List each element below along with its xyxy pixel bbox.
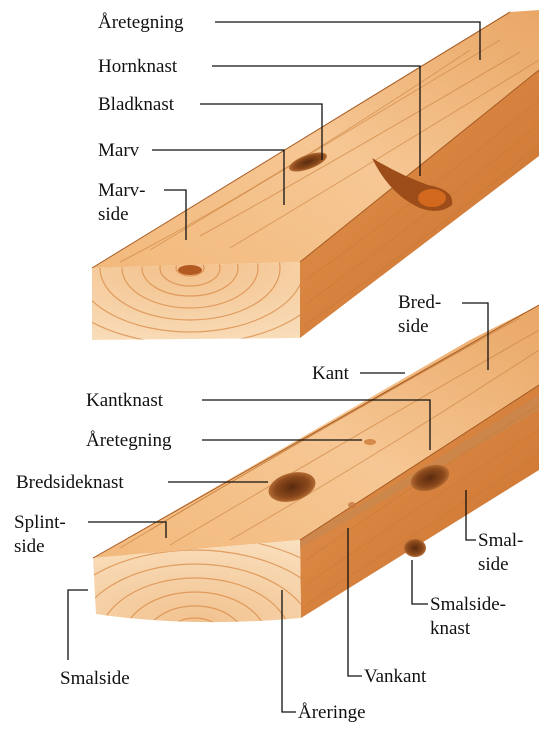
- narrow-side-knot: [404, 539, 426, 557]
- label-vankant: Vankant: [364, 666, 427, 687]
- label-aareringe: Åreringe: [298, 702, 366, 723]
- label-bredside-line2: side: [398, 316, 429, 337]
- label-aaretegning-top: Åretegning: [98, 12, 184, 33]
- label-kantknast: Kantknast: [86, 390, 164, 411]
- label-bladknast: Bladknast: [98, 94, 175, 115]
- label-smalsideknast-line1: Smalside-: [430, 594, 506, 615]
- label-kant: Kant: [312, 363, 350, 384]
- pith-mark: [178, 265, 202, 275]
- label-aaretegning-bottom: Åretegning: [86, 430, 172, 451]
- label-marvside-line2: side: [98, 204, 129, 225]
- label-splintside-line1: Splint-: [14, 512, 66, 533]
- label-hornknast: Hornknast: [98, 56, 178, 77]
- label-bredsideknast: Bredsideknast: [16, 472, 124, 493]
- label-bredside-line1: Bred-: [398, 292, 441, 313]
- label-smalside-right-line1: Smal-: [478, 530, 523, 551]
- label-marv: Marv: [98, 140, 140, 161]
- label-smalside-left: Smalside: [60, 668, 130, 689]
- label-splintside-line2: side: [14, 536, 45, 557]
- label-smalside-right-line2: side: [478, 554, 509, 575]
- label-smalsideknast-line2: knast: [430, 618, 471, 639]
- label-marvside-line1: Marv-: [98, 180, 145, 201]
